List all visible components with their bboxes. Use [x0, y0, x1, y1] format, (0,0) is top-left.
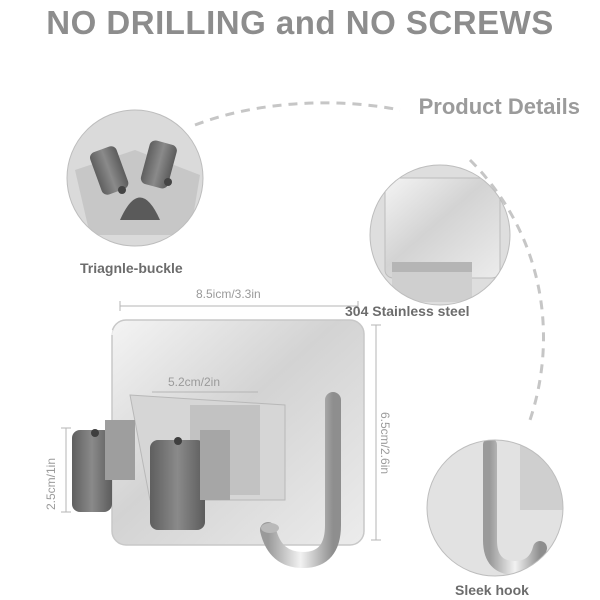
clip-holder	[72, 394, 286, 530]
caption-stainless-steel: 304 Stainless steel	[345, 303, 470, 319]
main-hook	[260, 392, 341, 569]
right-clip-grip	[150, 440, 205, 530]
dimension-clip-height: 2.5cm/1in	[44, 457, 58, 510]
dimension-plate-width: 8.5icm/3.3in	[196, 287, 261, 301]
connector-line-right	[468, 158, 545, 421]
caption-sleek-hook: Sleek hook	[455, 582, 529, 598]
left-clip-grip	[72, 430, 112, 512]
section-title: Product Details	[418, 94, 580, 119]
stainless-steel-detail	[369, 164, 511, 306]
headline: NO DRILLING and NO SCREWS	[46, 4, 554, 41]
connector-line-top	[194, 101, 401, 127]
dimension-lines	[61, 301, 381, 541]
caption-triangle-buckle: Triagnle-buckle	[80, 260, 183, 276]
triangle-buckle-detail	[66, 109, 204, 247]
dimension-plate-height: 6.5cm/2.6in	[378, 412, 392, 475]
dimension-clip-span: 5.2cm/2in	[168, 375, 221, 389]
sleek-hook-detail	[426, 439, 564, 577]
